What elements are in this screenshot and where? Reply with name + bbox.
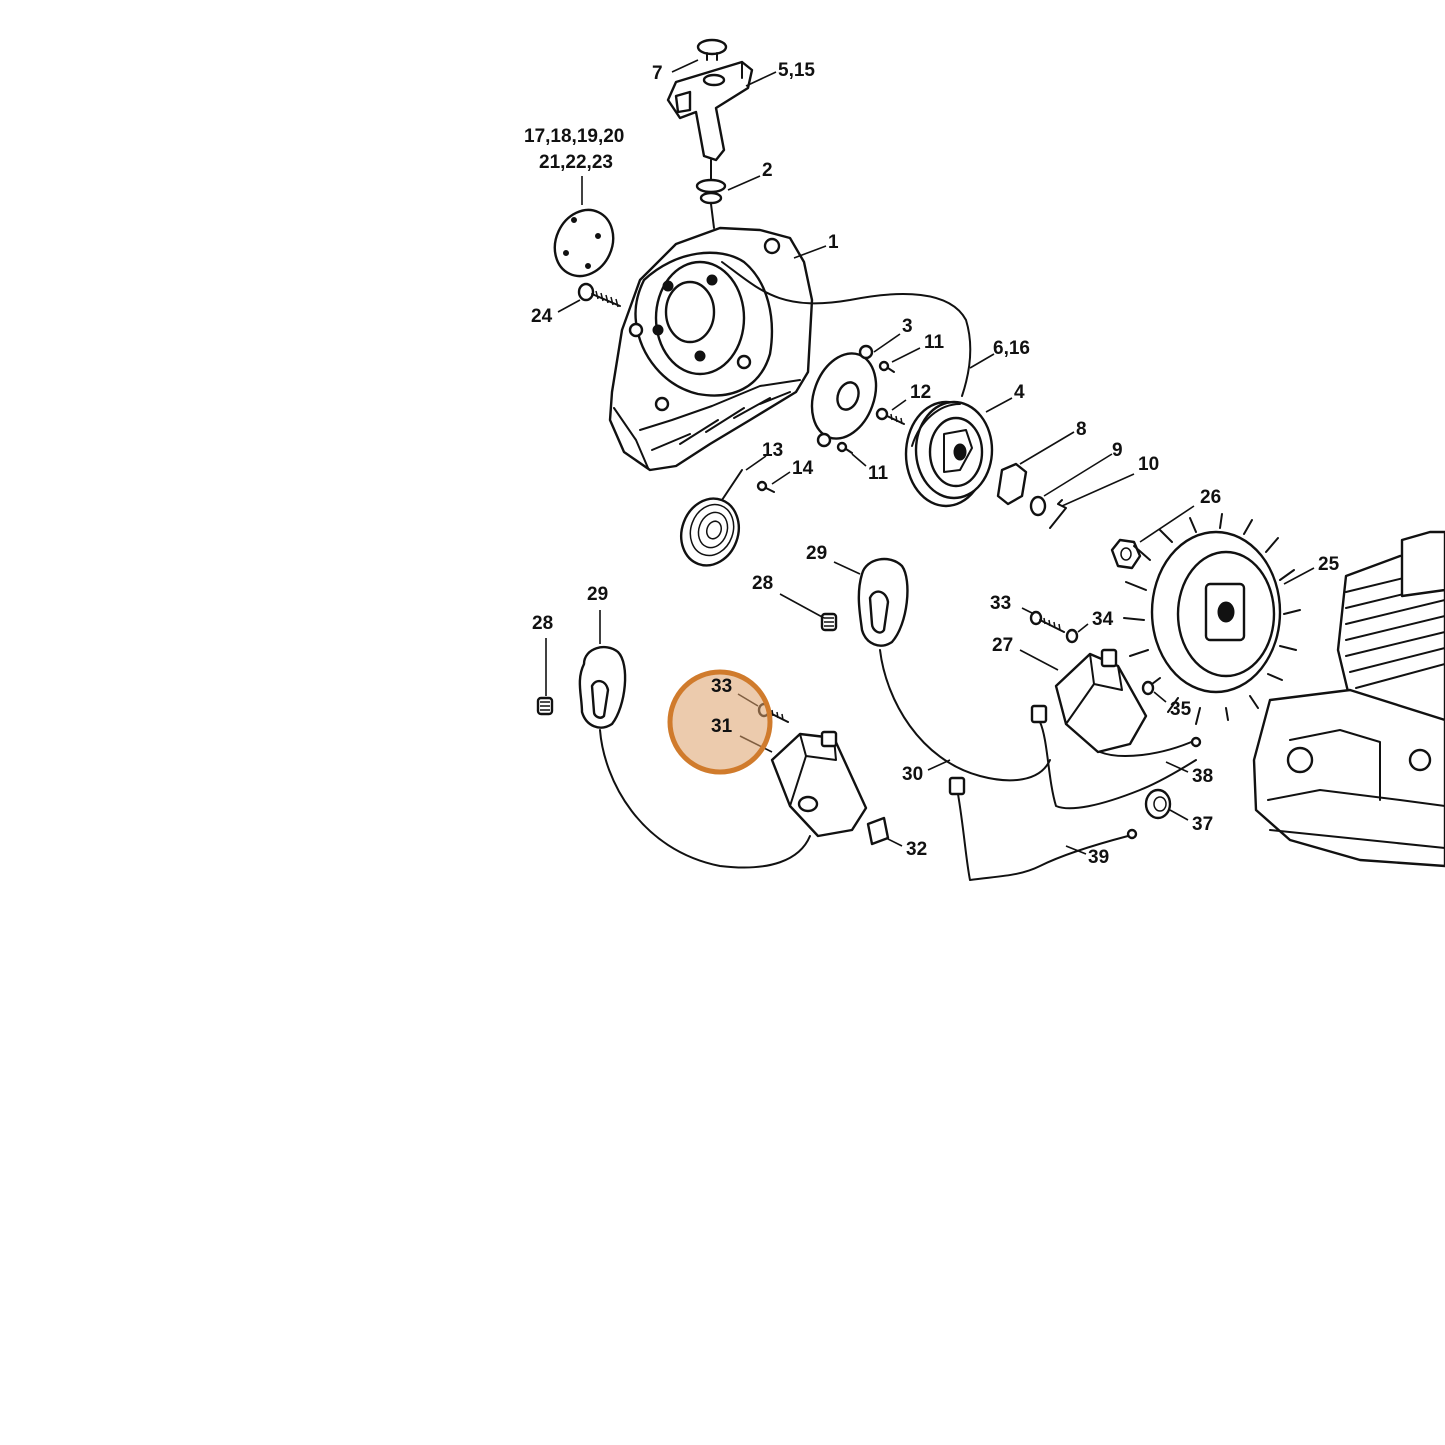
callout-17-20[interactable]: 17,18,19,20 (524, 126, 624, 147)
callout-21-23[interactable]: 21,22,23 (539, 152, 613, 173)
callout-3[interactable]: 3 (902, 316, 913, 337)
spring-28-left-part[interactable] (536, 696, 554, 716)
highlight-circle (667, 669, 773, 775)
callout-34[interactable]: 34 (1092, 609, 1114, 630)
callout-28-right[interactable]: 28 (752, 573, 773, 594)
spring-28-right-part[interactable] (820, 612, 838, 632)
callout-37[interactable]: 37 (1192, 814, 1213, 835)
callout-29-left[interactable]: 29 (587, 584, 608, 605)
callout-27[interactable]: 27 (992, 635, 1013, 656)
washer-34-part[interactable] (1065, 628, 1079, 644)
screw-24-part[interactable] (577, 282, 621, 308)
washer-9-part[interactable] (1029, 495, 1047, 517)
callout-9[interactable]: 9 (1112, 440, 1123, 461)
callout-labels: 7 5,15 17,18,19,20 21,22,23 2 1 24 3 11 … (524, 60, 1340, 868)
callout-8[interactable]: 8 (1076, 419, 1087, 440)
callout-30[interactable]: 30 (902, 764, 923, 785)
callout-13[interactable]: 13 (762, 440, 783, 461)
callout-11-upper[interactable]: 11 (924, 332, 945, 353)
callout-33-left[interactable]: 33 (711, 676, 732, 697)
callout-39[interactable]: 39 (1088, 847, 1109, 868)
screw-12-part[interactable] (875, 407, 905, 425)
callout-35[interactable]: 35 (1170, 699, 1192, 720)
callout-2[interactable]: 2 (762, 160, 773, 181)
callout-24[interactable]: 24 (531, 306, 553, 327)
callout-25[interactable]: 25 (1318, 554, 1340, 575)
rope-rotor-part[interactable] (904, 400, 994, 508)
spark-plug-boot-left-part[interactable] (578, 645, 811, 869)
callout-29-right[interactable]: 29 (806, 543, 827, 564)
callout-11-lower[interactable]: 11 (868, 463, 889, 484)
callout-26[interactable]: 26 (1200, 487, 1221, 508)
callout-14[interactable]: 14 (792, 458, 814, 479)
callout-5-15[interactable]: 5,15 (778, 60, 815, 81)
starter-rope (721, 261, 972, 397)
ignition-module-right-part[interactable] (1054, 648, 1202, 757)
rewind-spring-part[interactable] (672, 469, 748, 574)
callout-31[interactable]: 31 (711, 716, 733, 737)
screw-33-right-part[interactable] (1029, 610, 1065, 633)
callout-33-right[interactable]: 33 (990, 593, 1011, 614)
callout-1[interactable]: 1 (828, 232, 839, 253)
cover-plate-part[interactable] (544, 200, 623, 285)
callout-32[interactable]: 32 (906, 839, 927, 860)
ignition-module-left-part[interactable] (770, 730, 868, 838)
spring-clip-part[interactable] (1049, 499, 1067, 529)
screw-11-lower-part[interactable] (836, 441, 853, 454)
callout-6-16[interactable]: 6,16 (993, 338, 1030, 359)
washer-35-part[interactable] (1141, 680, 1155, 696)
callout-7[interactable]: 7 (652, 63, 663, 84)
insulator-32-part[interactable] (866, 816, 890, 846)
rope-guide-part[interactable] (695, 159, 727, 229)
screw-14-part[interactable] (756, 480, 775, 493)
pawl-part[interactable] (996, 462, 1028, 506)
pawl-plate-part[interactable] (801, 344, 887, 448)
callout-28-left[interactable]: 28 (532, 613, 553, 634)
flywheel-part[interactable] (1123, 513, 1301, 725)
starter-grip-part[interactable] (666, 38, 754, 162)
callout-38[interactable]: 38 (1192, 766, 1213, 787)
short-circuit-wire-part[interactable] (1030, 704, 1197, 810)
fan-housing-part[interactable] (608, 226, 814, 472)
spark-plug-boot-right-part[interactable] (857, 557, 1051, 782)
nut-26-part[interactable] (1110, 538, 1142, 570)
engine-block-part (1252, 530, 1445, 868)
callout-12[interactable]: 12 (910, 382, 931, 403)
callout-10[interactable]: 10 (1138, 454, 1159, 475)
connector-37-part[interactable] (1144, 788, 1172, 820)
callout-4[interactable]: 4 (1014, 382, 1025, 403)
screw-11-upper-part[interactable] (878, 360, 895, 373)
